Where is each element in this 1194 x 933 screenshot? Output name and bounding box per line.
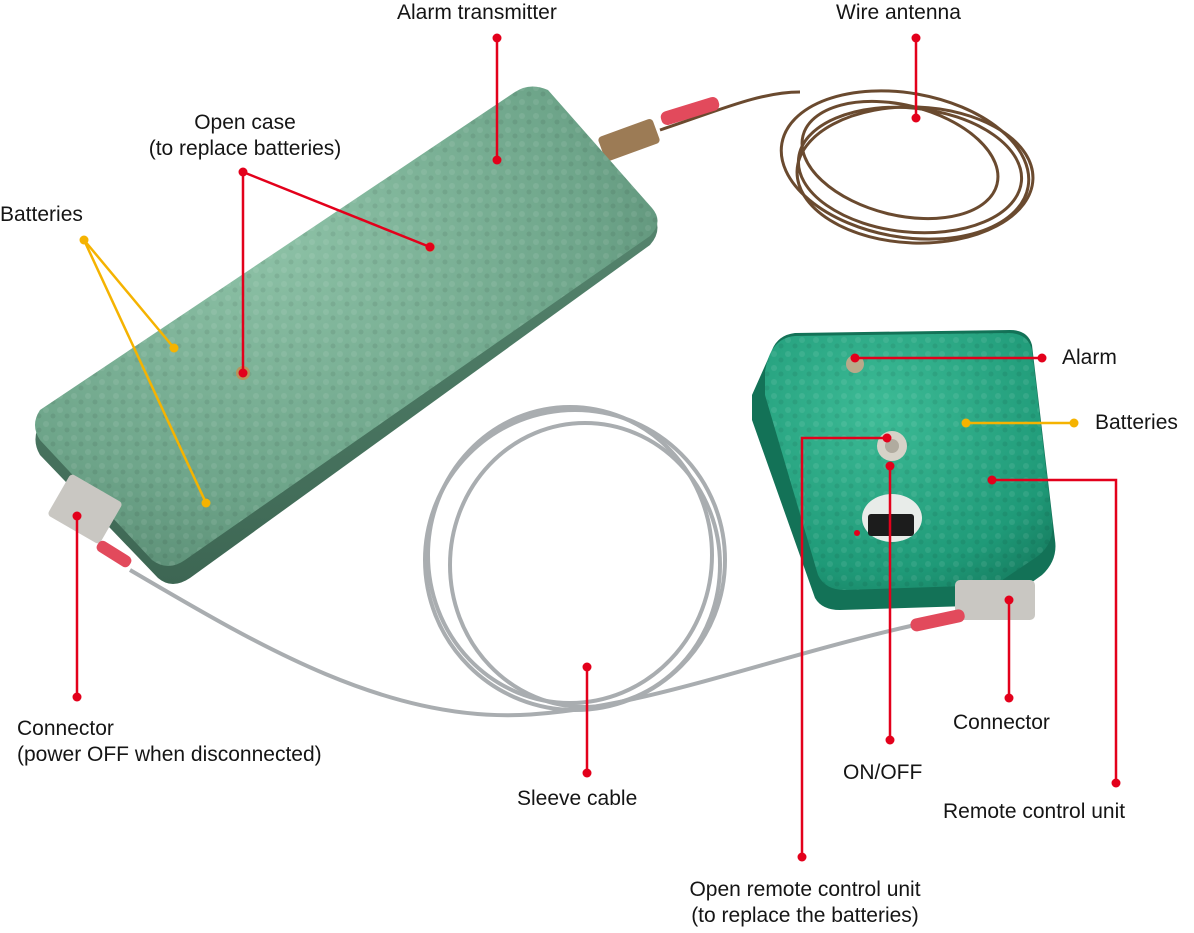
leader-dots-red [72,33,1121,862]
leader-dots-yellow [79,235,1079,508]
label-remote-control-unit: Remote control unit [943,800,1126,823]
label-connector-remote: Connector [953,711,1050,734]
label-connector-transmitter: Connector (power OFF when disconnected) [17,716,322,768]
remote-control-unit-shape [752,330,1056,610]
leader-lines-red [75,38,1118,857]
label-open-case-line1: Open case [194,111,296,134]
label-batteries-transmitter: Batteries [0,203,83,226]
antenna-connector [598,118,660,162]
transmitter-cable-sleeve [96,540,132,568]
label-open-case: Open case (to replace batteries) [100,110,390,162]
alarm-transmitter-shape [35,86,658,584]
label-wire-antenna: Wire antenna [836,1,961,24]
remote-connector [955,580,1035,620]
label-open-case-line2: (to replace batteries) [148,137,342,160]
label-open-remote-line1: Open remote control unit [689,878,921,901]
leader-lines-yellow [82,239,1074,504]
label-connector-transmitter-line1: Connector [17,717,114,740]
label-alarm-transmitter: Alarm transmitter [397,1,557,24]
sleeve-cable-shape [128,405,916,718]
label-connector-transmitter-line2: (power OFF when disconnected) [17,743,322,766]
antenna-sleeve [660,97,720,125]
label-on-off: ON/OFF [843,761,923,784]
remote-cable-sleeve [910,609,965,632]
label-open-remote-line2: (to replace the batteries) [691,904,919,927]
transmitter-connector [48,474,122,544]
label-open-remote: Open remote control unit (to replace the… [645,877,965,929]
label-batteries-remote: Batteries [1095,411,1178,434]
label-alarm: Alarm [1062,346,1117,369]
label-sleeve-cable: Sleeve cable [517,787,638,810]
